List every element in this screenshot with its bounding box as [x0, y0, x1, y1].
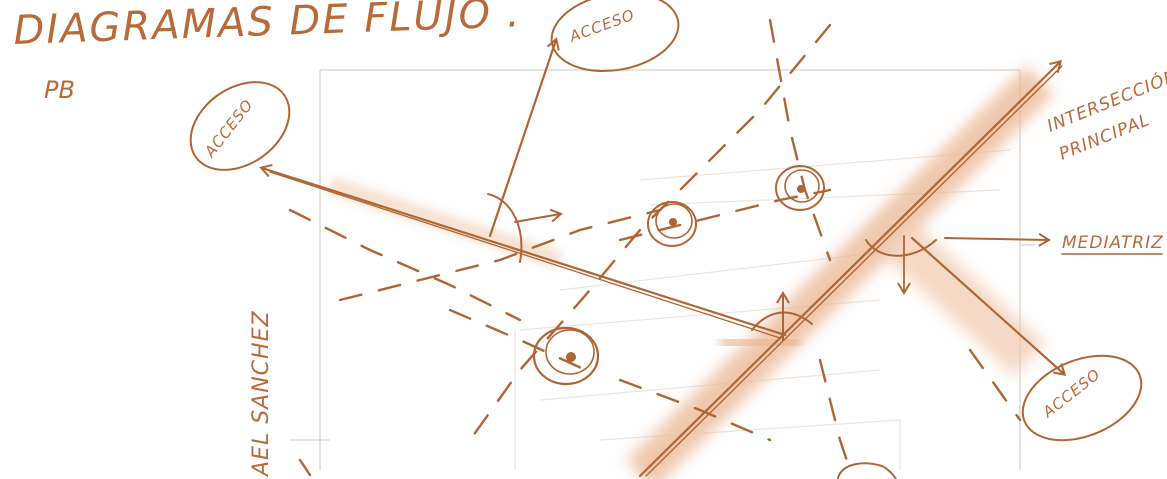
node-circle — [648, 202, 696, 246]
page-title: DIAGRAMAS DE FLUJO . — [13, 0, 522, 54]
access-oval-label: ACCESO — [200, 96, 257, 161]
street-label-vertical: AEL SANCHEZ — [249, 310, 274, 478]
node-circle-partial — [838, 463, 896, 479]
mediatriz-label: MEDIATRIZ — [1062, 233, 1164, 253]
avenue-wash — [330, 80, 1040, 475]
node-circle — [776, 166, 824, 210]
access-oval-top: ACCESO — [545, 0, 684, 81]
access-oval-left: ACCESO — [174, 64, 306, 188]
access-arrow-top — [488, 40, 560, 262]
node-circle — [534, 328, 598, 384]
page-subtitle: PB — [44, 76, 75, 104]
access-oval-label: ACCESO — [566, 6, 637, 47]
